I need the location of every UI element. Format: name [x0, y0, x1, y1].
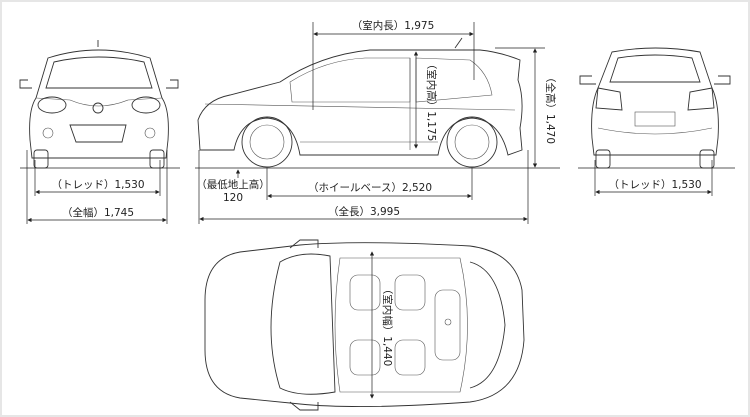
- overall-height-label: （全高）1,470: [544, 72, 557, 144]
- ground-clearance-value: 120: [223, 192, 243, 204]
- side-view-car: [195, 37, 560, 169]
- front-width-label: （全幅）1,745: [62, 206, 134, 219]
- front-tread-label: （トレッド）1,530: [51, 179, 144, 191]
- ground-clearance-label: （最低地上高）: [196, 178, 270, 191]
- top-view-car: [204, 239, 525, 411]
- front-view-car: [19, 40, 180, 169]
- interior-length-label: （室内長）1,975: [352, 19, 435, 32]
- interior-height-label: （室内高）1,175: [425, 59, 438, 142]
- interior-width-label: （室内幅）1,440: [381, 284, 394, 367]
- rear-tread-label: （トレッド）1,530: [608, 179, 701, 191]
- rear-view-car: [578, 47, 735, 169]
- overall-length-label: （全長）3,995: [328, 205, 400, 218]
- wheelbase-label: （ホイールベース）2,520: [308, 182, 432, 194]
